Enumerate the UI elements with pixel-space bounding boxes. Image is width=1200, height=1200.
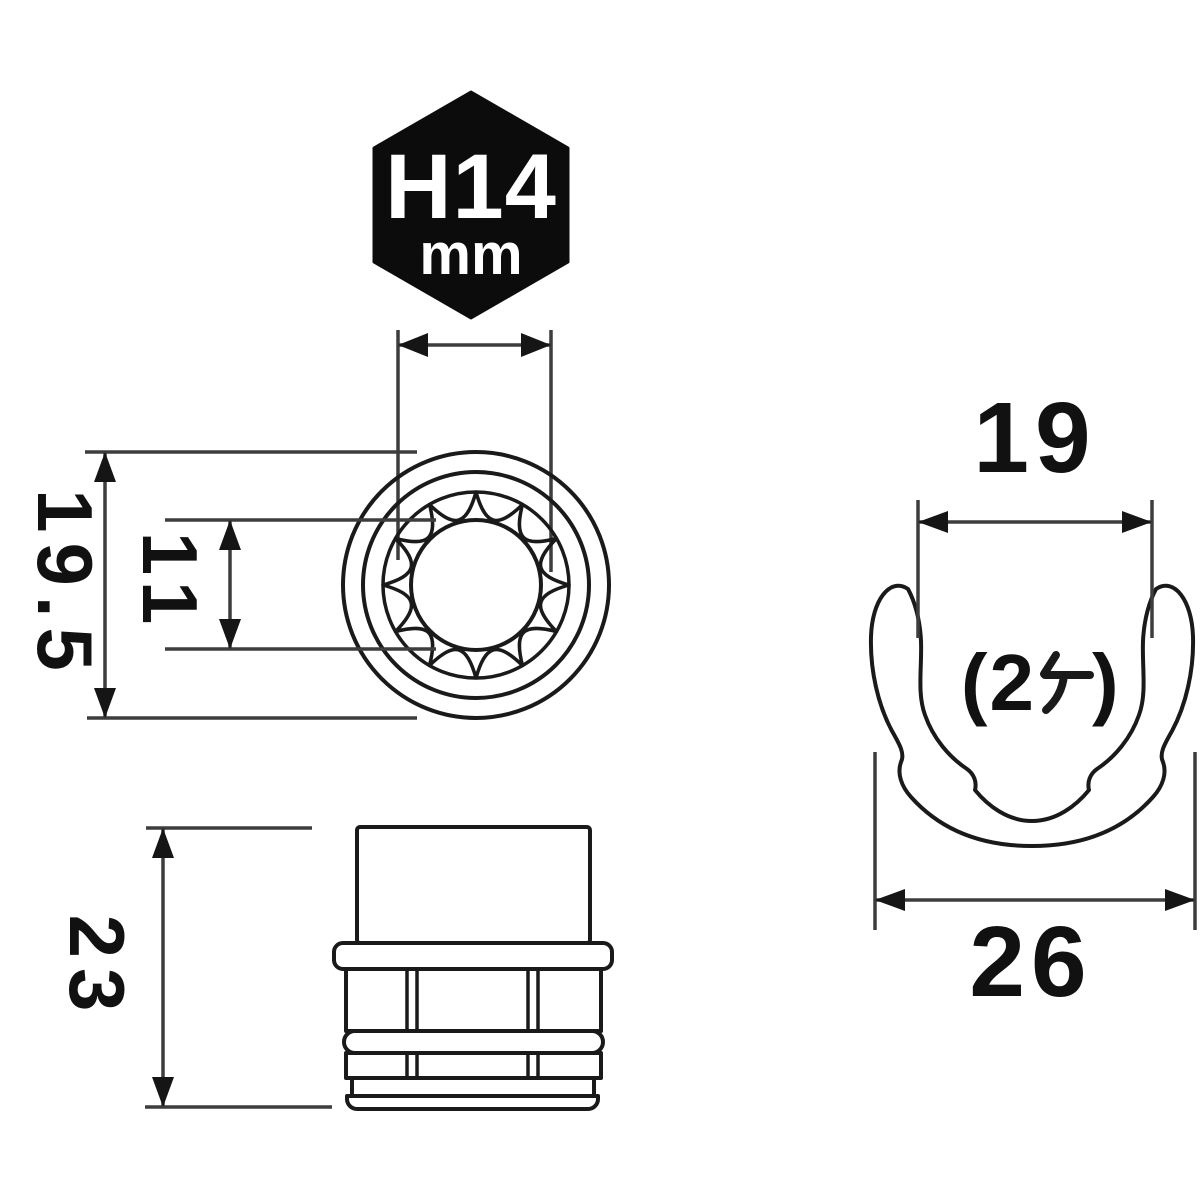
arrowhead: [94, 688, 116, 718]
clip-quantity-label: (2 ): [961, 638, 1121, 727]
inner-bore-circle: [409, 518, 543, 652]
arrowhead: [1122, 511, 1152, 533]
outer-circle: [341, 450, 611, 720]
socket-top-body: [355, 825, 592, 945]
clip-view: (2 ): [868, 583, 1196, 848]
arrowhead: [152, 828, 174, 858]
collar-flange: [332, 941, 614, 971]
dim-clip-width: 26: [873, 752, 1197, 1018]
arrowhead: [918, 511, 948, 533]
lower-band: [344, 1051, 603, 1080]
arrowhead: [875, 889, 905, 911]
chamfer-circle: [361, 470, 591, 700]
hex-badge-shape: [372, 90, 570, 320]
clip-quantity-prefix: (2: [961, 638, 1036, 727]
arrowhead: [94, 452, 116, 482]
outer-diameter-label: 19.5: [21, 489, 109, 681]
clip-opening-label: 19: [973, 382, 1096, 494]
dim-inner-bore: 11: [126, 518, 436, 651]
dim-clip-opening: 19: [916, 382, 1154, 638]
clip-quantity-suffix: ): [1092, 638, 1121, 727]
side-view: [332, 825, 614, 1111]
socket-teeth-profile: [381, 490, 571, 680]
base-step: [350, 1076, 596, 1098]
inner-bore-label: 11: [126, 532, 214, 634]
arrowhead: [521, 333, 551, 357]
oring-band: [342, 1029, 605, 1055]
hex-badge: H14 mm: [372, 90, 570, 320]
arrowhead: [152, 1077, 174, 1107]
arrowhead: [219, 520, 241, 550]
dim-outer-diameter: 19.5: [21, 450, 417, 720]
side-height-label: 23: [53, 915, 141, 1022]
katakana-ke-stroke: [1042, 671, 1068, 714]
arrowhead: [398, 333, 428, 357]
upper-band: [344, 967, 603, 1033]
front-view: [341, 450, 611, 720]
katakana-ke-glyph: [1040, 651, 1094, 714]
hex-size-label: H14: [385, 136, 557, 238]
clip-width-label: 26: [969, 906, 1092, 1018]
katakana-ke-stroke: [1040, 651, 1060, 678]
arrowhead: [1165, 889, 1195, 911]
clip-outline: [868, 583, 1196, 848]
hex-unit-label: mm: [419, 222, 522, 287]
dim-side-height: 23: [53, 826, 332, 1109]
arrowhead: [219, 619, 241, 649]
base-lip: [345, 1094, 600, 1111]
